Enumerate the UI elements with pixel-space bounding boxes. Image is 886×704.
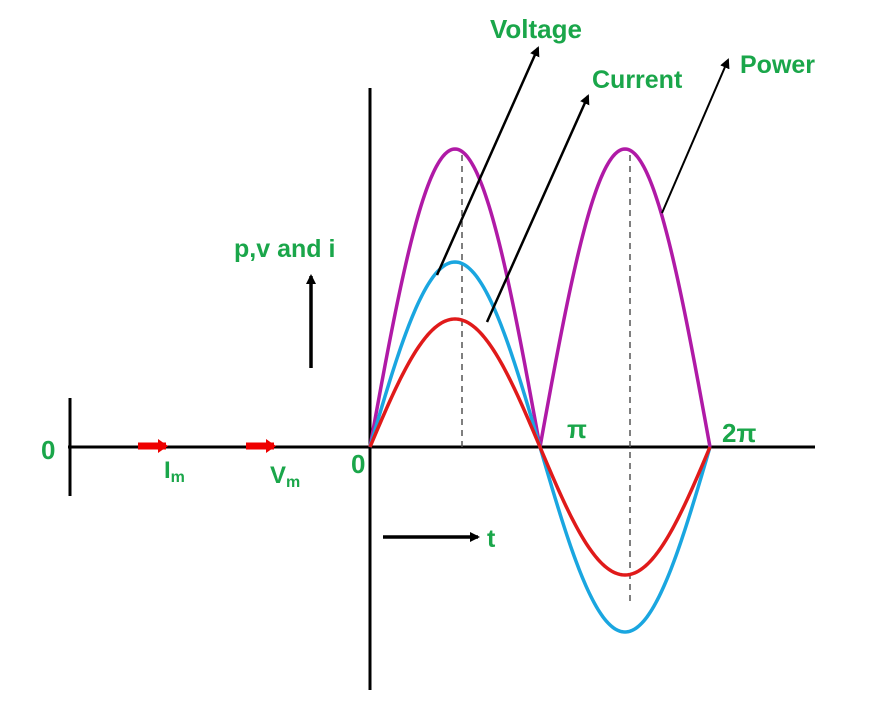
im-label: Im [164, 457, 185, 486]
voltage-label: Voltage [490, 14, 582, 44]
pi-label: π [567, 414, 587, 444]
im-label-subscript: m [171, 469, 185, 486]
vm-label-subscript: m [286, 474, 300, 491]
current-pointer-arrow [485, 94, 590, 323]
vm-label: Vm [270, 462, 300, 491]
t-axis-label: t [487, 525, 496, 553]
y-axis-label: p,v and i [234, 235, 335, 263]
current-label: Current [592, 66, 683, 94]
im-label-base: I [164, 457, 171, 484]
power-label: Power [740, 51, 815, 79]
power-pointer-arrow [661, 58, 730, 214]
vm-label-base: V [270, 462, 286, 489]
two-pi-label: 2π [722, 418, 756, 448]
voltage-pointer-arrow [435, 46, 540, 276]
current-curve [368, 317, 712, 577]
origin-label: 0 [351, 449, 365, 479]
phasor-origin-label: 0 [41, 435, 55, 465]
